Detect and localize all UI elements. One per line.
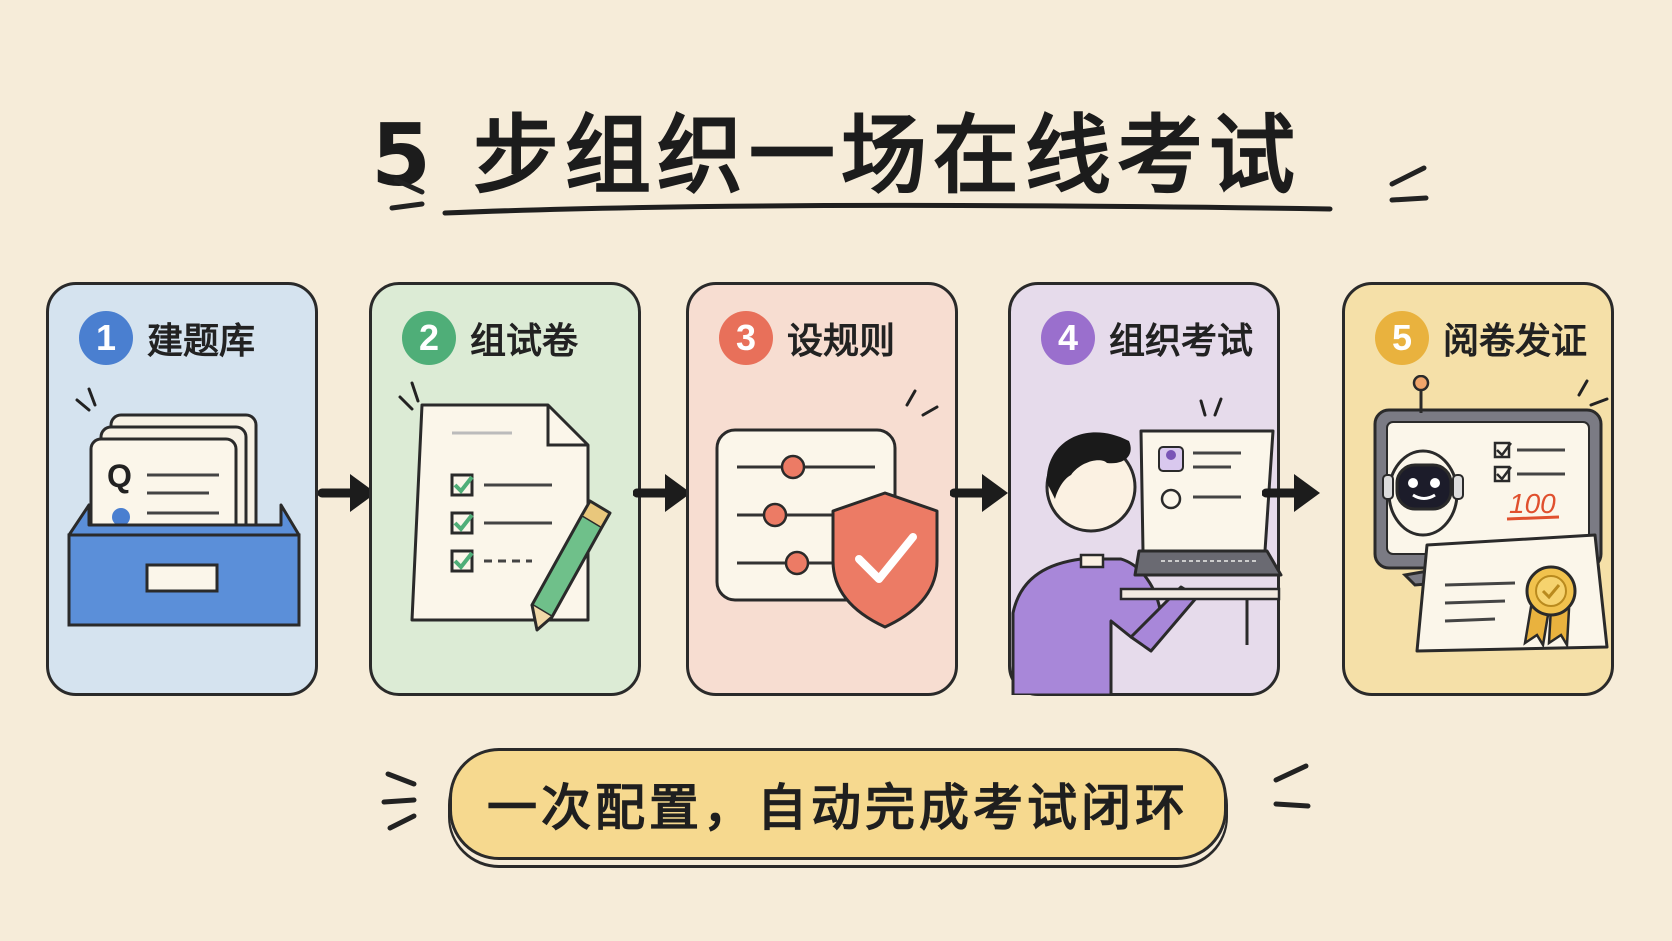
step-label: 建题库 bbox=[147, 321, 256, 362]
step-number-badge: 2 bbox=[402, 311, 456, 365]
step-label: 设规则 bbox=[787, 321, 896, 362]
spark-right-icon bbox=[1273, 763, 1311, 809]
step-card-1: 1 建题库 Q bbox=[46, 282, 318, 696]
q-letter: Q bbox=[107, 458, 132, 494]
arrow-right-icon bbox=[633, 474, 691, 512]
ai-grading-certificate-icon: 100 bbox=[1373, 375, 1609, 653]
step-card-2: 2 组试卷 bbox=[369, 282, 641, 696]
rules-shield-icon bbox=[715, 389, 939, 629]
exam-paper-pencil-icon bbox=[398, 381, 612, 632]
step-label: 组试卷 bbox=[470, 321, 579, 362]
arrow-right-icon bbox=[950, 474, 1008, 512]
spark-right-icon bbox=[1389, 165, 1429, 203]
spark-left-icon bbox=[389, 177, 425, 211]
spark-left-icon bbox=[381, 771, 417, 831]
page-title: 5 步组织一场在线考试 bbox=[371, 106, 1301, 206]
footer-summary-pill: 一次配置，自动完成考试闭环 bbox=[449, 748, 1227, 860]
arrow-right-icon bbox=[1262, 474, 1320, 512]
step-card-4: 4 组织考试 bbox=[1008, 282, 1283, 696]
step-number-badge: 4 bbox=[1041, 311, 1095, 365]
step-card-5: 5 阅卷发证 100 bbox=[1342, 282, 1614, 696]
student-laptop-icon bbox=[1011, 397, 1283, 695]
step-number-badge: 1 bbox=[79, 311, 133, 365]
step-label: 组织考试 bbox=[1109, 321, 1254, 362]
step-label: 阅卷发证 bbox=[1443, 321, 1588, 362]
arrow-right-icon bbox=[318, 474, 376, 512]
footer-summary-text: 一次配置，自动完成考试闭环 bbox=[487, 779, 1189, 837]
step-card-3: 3 设规则 bbox=[686, 282, 958, 696]
step-number-badge: 5 bbox=[1375, 311, 1429, 365]
title-underline bbox=[442, 203, 1333, 216]
score-text: 100 bbox=[1509, 488, 1556, 519]
step-number-badge: 3 bbox=[719, 311, 773, 365]
question-bank-box-icon: Q bbox=[67, 387, 301, 627]
